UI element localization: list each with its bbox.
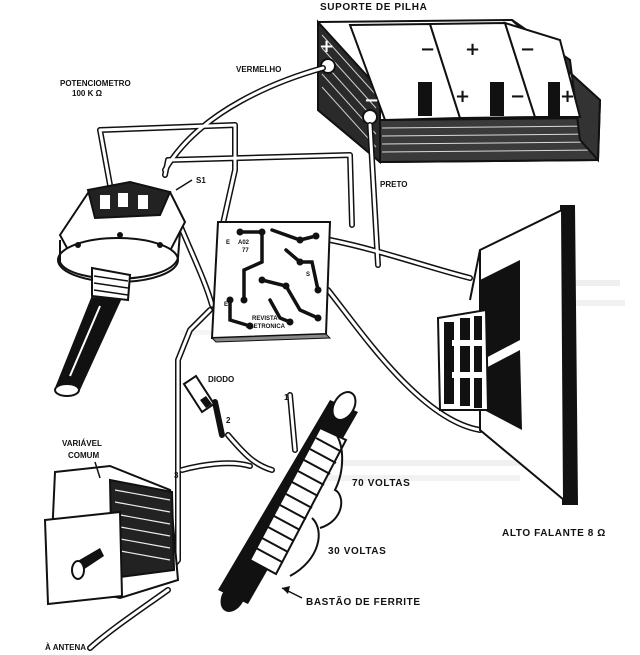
terminal-pos-sign: + — [319, 36, 334, 57]
switch-label: S1 — [196, 176, 206, 185]
terminal-1-label: 1 — [284, 393, 289, 402]
diode-label: DIODO — [208, 375, 234, 384]
cell1-top-sign: − — [420, 39, 435, 60]
cell2-bottom-sign: − — [510, 86, 525, 107]
battery-holder-label: SUPORTE DE PILHA — [320, 2, 427, 13]
variable-capacitor — [43, 464, 180, 606]
speaker — [436, 205, 578, 505]
pcb-number: 77 — [242, 248, 249, 254]
cell3-bottom-sign: + — [560, 86, 575, 107]
terminal-2-label: 2 — [226, 416, 231, 425]
terminal-neg-sign: − — [364, 90, 379, 111]
pcb-e-bottom: E — [224, 302, 228, 308]
potentiometer-label: POTENCIOMETRO — [60, 79, 131, 88]
pcb: E A02 77 E S REVISTA ELETRONICA — [210, 221, 332, 343]
potentiometer-value: 100 K Ω — [72, 89, 103, 98]
potentiometer — [54, 180, 187, 397]
red-wire-label: VERMELHO — [236, 65, 281, 74]
pcb-brand-line2: ELETRONICA — [246, 324, 286, 330]
speaker-label: ALTO FALANTE 8 Ω — [502, 528, 606, 539]
pcb-brand-line1: REVISTA — [252, 316, 278, 322]
diode — [182, 374, 216, 414]
pcb-code: A02 — [238, 240, 250, 246]
cell3-top-sign: − — [520, 39, 535, 60]
variable-capacitor-label-line2: COMUM — [68, 451, 99, 460]
terminal-3-label: 3 — [174, 471, 179, 480]
battery-negative-terminal — [362, 109, 378, 125]
ferrite-rod-label: BASTÃO DE FERRITE — [306, 595, 421, 608]
black-wire-label: PRETO — [380, 180, 407, 189]
turns-30-label: 30 VOLTAS — [328, 546, 386, 557]
pcb-e-top: E — [226, 240, 230, 246]
ferrite-rod — [218, 391, 358, 612]
variable-capacitor-label-line1: VARIÁVEL — [62, 439, 102, 448]
pcb-s: S — [306, 272, 310, 278]
cell2-top-sign: + — [465, 39, 480, 60]
battery-holder: − + − + − + + − — [317, 18, 602, 165]
antenna-label: À ANTENA — [45, 643, 86, 652]
turns-70-label: 70 VOLTAS — [352, 478, 410, 489]
cell1-bottom-sign: + — [455, 86, 470, 107]
